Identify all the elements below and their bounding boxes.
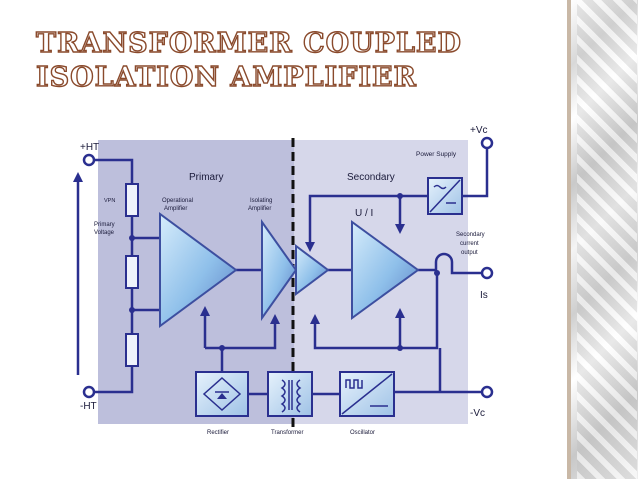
slide-title-line-2: ISOLATION AMPLIFIER — [35, 62, 417, 93]
transformer-label: Transformer — [271, 430, 303, 436]
arrowheads — [73, 172, 405, 324]
plus-ht-terminal — [82, 153, 96, 167]
primary-section-label: Primary — [189, 172, 223, 183]
rectifier-box — [195, 371, 249, 417]
secondary-current-label-2: current — [460, 241, 479, 247]
is-label: Is — [480, 290, 488, 301]
oscillator-label: Oscillator — [350, 430, 375, 436]
iso-amp-label-2: Amplifier — [248, 206, 271, 212]
slide-title-line-1: TRANSFORMER COUPLED — [35, 28, 462, 59]
decorative-sidebar — [567, 0, 638, 479]
power-supply-box — [427, 177, 463, 215]
secondary-current-label-3: output — [461, 250, 478, 256]
voltage-divider-resistors — [125, 183, 139, 367]
isolating-amplifier-secondary — [295, 244, 330, 296]
rectifier-label: Rectifier — [207, 430, 229, 436]
plus-vc-terminal — [480, 136, 494, 150]
secondary-section-label: Secondary — [347, 172, 395, 183]
iso-amp-label-1: Isolating — [250, 198, 272, 204]
power-supply-label: Power Supply — [416, 151, 457, 158]
secondary-current-label-1: Secondary — [456, 232, 485, 238]
primary-voltage-label-2: Voltage — [94, 230, 115, 236]
primary-voltage-label-1: Primary — [94, 222, 115, 228]
minus-ht-label: -HT — [80, 401, 97, 412]
isolating-amplifier-primary — [261, 218, 298, 322]
u-i-label: U / I — [355, 208, 373, 219]
u-i-converter — [351, 220, 420, 320]
op-amp-label-2: Amplifier — [164, 206, 187, 212]
transformer-box — [267, 371, 313, 417]
plus-vc-label: +Vc — [470, 125, 488, 136]
is-terminal — [480, 266, 494, 280]
op-amp-label-1: Operational — [162, 198, 193, 204]
oscillator-box — [339, 371, 395, 417]
plus-ht-label: +HT — [80, 142, 99, 153]
junction-dots — [129, 193, 440, 351]
minus-vc-terminal — [480, 385, 494, 399]
vpn-label: VPN — [104, 198, 115, 204]
operational-amplifier — [159, 212, 238, 328]
minus-vc-label: -Vc — [470, 408, 485, 419]
minus-ht-terminal — [82, 385, 96, 399]
